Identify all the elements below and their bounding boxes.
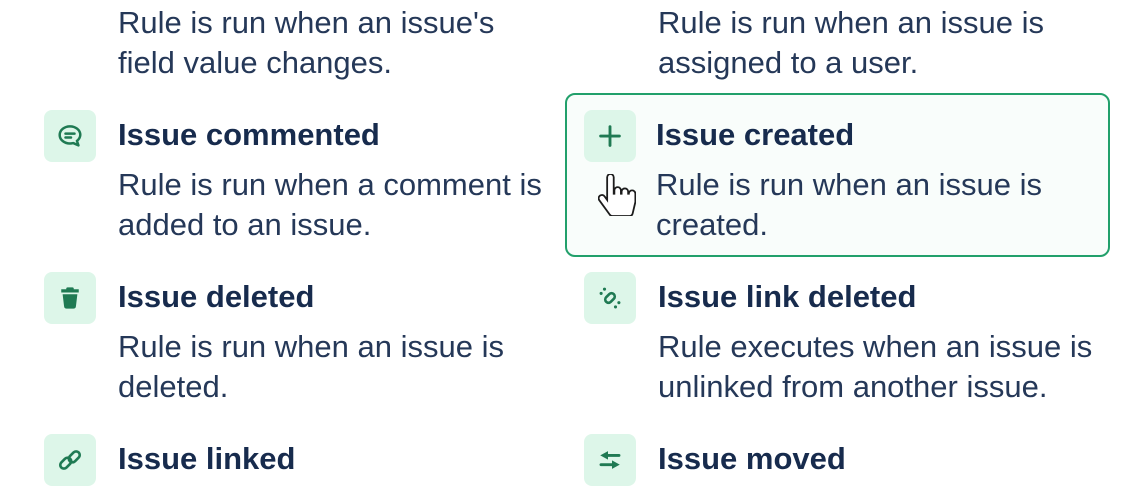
trigger-item-issue-moved[interactable]: Issue moved <box>584 434 1098 489</box>
trigger-item-issue-linked[interactable]: Issue linked <box>44 434 558 489</box>
comment-icon <box>44 110 96 162</box>
link-icon <box>44 434 96 486</box>
trigger-description: Rule is run when an issue's field value … <box>118 5 495 80</box>
trigger-description: Rule is run when an issue is created. <box>656 167 1042 242</box>
trigger-title: Issue moved <box>658 441 846 476</box>
trigger-title: Issue created <box>656 117 855 152</box>
trash-icon <box>44 272 96 324</box>
trigger-item-issue-link-deleted[interactable]: Issue link deleted Rule executes when an… <box>584 272 1098 407</box>
trigger-item-issue-created[interactable]: Issue created Rule is run when an issue … <box>565 93 1110 257</box>
trigger-item-issue-deleted[interactable]: Issue deleted Rule is run when an issue … <box>44 272 558 407</box>
trigger-item-issue-assigned[interactable]: Rule is run when an issue is assigned to… <box>584 0 1098 83</box>
trigger-title: Issue link deleted <box>658 279 917 314</box>
trigger-item-issue-commented[interactable]: Issue commented Rule is run when a comme… <box>44 110 558 245</box>
plus-icon <box>584 110 636 162</box>
trigger-title: Issue deleted <box>118 279 315 314</box>
transfer-arrows-icon <box>584 434 636 486</box>
trigger-item-field-value-changed[interactable]: Rule is run when an issue's field value … <box>44 0 558 83</box>
trigger-description: Rule executes when an issue is unlinked … <box>658 329 1093 404</box>
trigger-title: Issue linked <box>118 441 296 476</box>
trigger-description: Rule is run when an issue is assigned to… <box>658 5 1044 80</box>
broken-link-icon <box>584 272 636 324</box>
trigger-title: Issue commented <box>118 117 380 152</box>
trigger-description: Rule is run when a comment is added to a… <box>118 167 542 242</box>
trigger-description: Rule is run when an issue is deleted. <box>118 329 504 404</box>
